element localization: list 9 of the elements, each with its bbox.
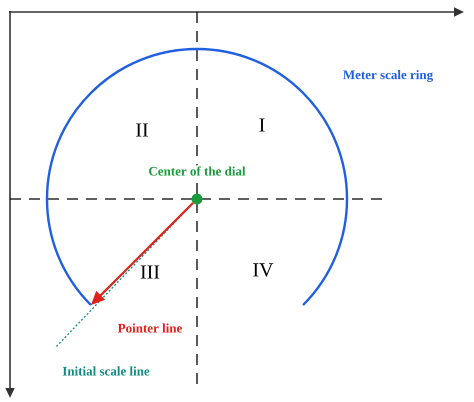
quadrant-numeral: I <box>259 118 265 132</box>
quadrant-numeral: II <box>136 123 148 137</box>
scale-line-label: Initial scale line <box>62 366 150 376</box>
pointer-label: Pointer line <box>118 323 182 333</box>
center-dot <box>192 194 202 204</box>
ring-label: Meter scale ring <box>343 70 433 82</box>
quadrant-numeral: III <box>140 265 160 279</box>
quadrant-numeral: IV <box>253 263 274 277</box>
center-label: Center of the dial <box>147 165 247 177</box>
